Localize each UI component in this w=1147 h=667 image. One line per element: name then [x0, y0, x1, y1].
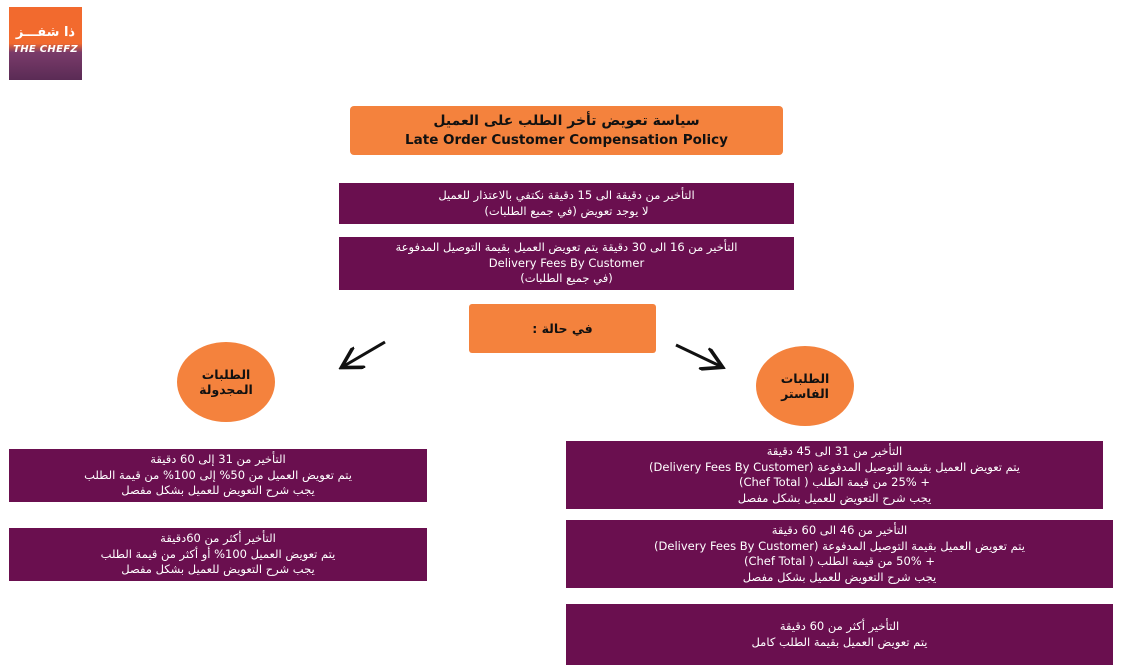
rule-line: يجب شرح التعويض للعميل بشكل مفصل — [121, 562, 315, 577]
scheduled-orders-circle: الطلبات المجدولة — [177, 342, 275, 422]
rule-line: يجب شرح التعويض للعميل بشكل مفصل — [737, 490, 932, 505]
rule-line: لا يوجد تعويض (في جميع الطلبات) — [484, 203, 649, 218]
arrow-to-scheduled — [344, 340, 386, 366]
rule-line: يتم تعويض العميل بقيمة التوصيل المدفوعة … — [654, 538, 1025, 553]
fast-orders-circle: الطلبات الفاستر — [756, 346, 854, 426]
scheduled-rule-31-60: التأخير من 31 إلى 60 دقيقة يتم تعويض الع… — [9, 449, 427, 502]
fast-rule-over-60: التأخير أكثر من 60 دقيقة يتم تعويض العمي… — [566, 604, 1113, 665]
case-label: في حالة : — [532, 320, 593, 336]
circle-label: الطلبات — [780, 371, 830, 386]
rule-line: Delivery Fees By Customer — [488, 255, 645, 270]
fast-rule-31-45: التأخير من 31 الى 45 دقيقة يتم تعويض الع… — [566, 441, 1103, 509]
arrow-to-fast — [675, 343, 720, 366]
rule-line: التأخير من 46 الى 60 دقيقة — [771, 523, 908, 537]
rule-line: يتم تعويض العميل من 50% إلى 100% من قيمة… — [84, 467, 352, 482]
case-box: في حالة : — [469, 304, 656, 353]
rule-line: التأخير من 16 الى 30 دقيقة يتم تعويض الع… — [395, 240, 738, 255]
policy-title-box: سياسة تعويض تأخر الطلب على العميل Late O… — [350, 106, 783, 155]
rule-box-16-30-min: التأخير من 16 الى 30 دقيقة يتم تعويض الع… — [339, 237, 794, 290]
circle-label: الفاستر — [781, 386, 829, 401]
rule-line: يتم تعويض العميل بقيمة التوصيل المدفوعة … — [649, 459, 1020, 474]
logo-text-ar: ذا شفـــز — [15, 25, 76, 40]
rule-line: يجب شرح التعويض للعميل بشكل مفصل — [742, 569, 937, 584]
rule-line: التأخير من دقيقة الى 15 دقيقة نكتفي بالا… — [438, 188, 695, 202]
rule-line: + 50% من قيمة الطلب ( Chef Total) — [743, 554, 936, 568]
circle-label: المجدولة — [199, 382, 253, 397]
rule-line: يتم تعويض العميل بقيمة الطلب كامل — [751, 634, 928, 649]
rule-line: + 25% من قيمة الطلب ( Chef Total) — [738, 475, 931, 489]
policy-title-ar: سياسة تعويض تأخر الطلب على العميل — [433, 113, 700, 129]
rule-box-1-15-min: التأخير من دقيقة الى 15 دقيقة نكتفي بالا… — [339, 183, 794, 224]
rule-line: التأخير من 31 الى 45 دقيقة — [766, 444, 903, 458]
policy-title-en: Late Order Customer Compensation Policy — [405, 132, 728, 148]
logo-text-en: THE CHEFZ — [13, 44, 78, 55]
scheduled-rule-over-60: التأخير أكثر من 60دقيقة يتم تعويض العميل… — [9, 528, 427, 581]
rule-line: التأخير أكثر من 60 دقيقة — [779, 619, 900, 633]
circle-label: الطلبات — [201, 367, 251, 382]
rule-line: التأخير من 31 إلى 60 دقيقة — [150, 452, 286, 467]
rule-line: (في جميع الطلبات) — [520, 271, 613, 286]
fast-rule-46-60: التأخير من 46 الى 60 دقيقة يتم تعويض الع… — [566, 520, 1113, 588]
brand-logo: ذا شفـــز THE CHEFZ — [9, 7, 82, 80]
rule-line: يتم تعويض العميل 100% أو أكثر من قيمة ال… — [100, 546, 336, 561]
rule-line: يجب شرح التعويض للعميل بشكل مفصل — [121, 483, 315, 498]
rule-line: التأخير أكثر من 60دقيقة — [160, 531, 276, 546]
